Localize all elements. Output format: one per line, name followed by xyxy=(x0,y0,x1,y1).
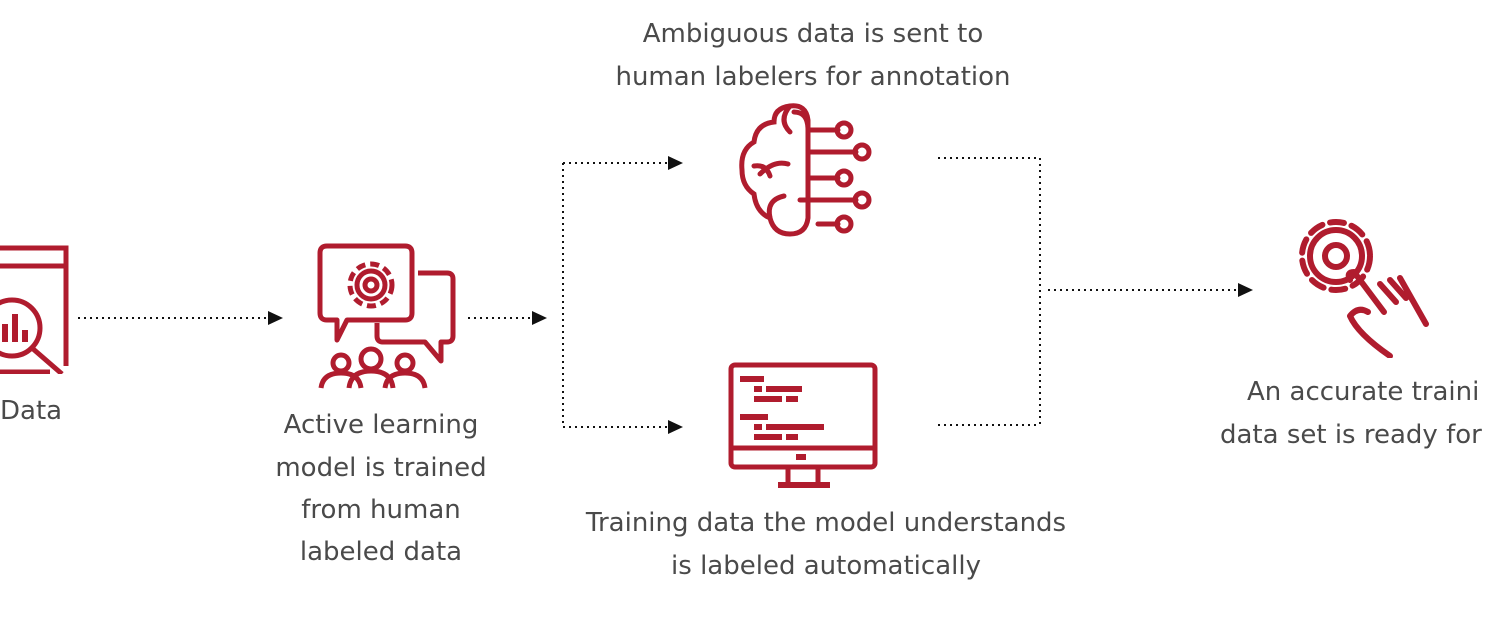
brain-circuit-icon xyxy=(739,103,872,237)
chat-gear-team-icon xyxy=(317,243,456,389)
step-human-label-line2: human labelers for annotation xyxy=(615,62,1011,92)
arrowhead xyxy=(668,420,683,434)
computer-code-icon xyxy=(728,362,878,488)
step-model-label-line3: from human xyxy=(301,495,461,525)
gear-hand-icon xyxy=(1299,219,1429,358)
step-result-label-line2: data set is ready for xyxy=(1220,420,1482,450)
step-model-label-line4: labeled data xyxy=(299,537,463,567)
step-auto-label-line1: Training data the model understands xyxy=(585,508,1067,538)
data-analysis-icon xyxy=(0,245,69,374)
step-result-label-line1: An accurate traini xyxy=(1247,377,1480,407)
step-auto-label-line2: is labeled automatically xyxy=(671,551,981,581)
step-data-label: Data xyxy=(0,396,63,426)
step-model-label-line2: model is trained xyxy=(275,453,487,483)
arrowhead xyxy=(268,311,283,325)
arrowhead xyxy=(668,156,683,170)
step-model-label-line1: Active learning xyxy=(283,410,479,440)
arrowhead xyxy=(1238,283,1253,297)
step-human-label-line1: Ambiguous data is sent to xyxy=(642,19,984,49)
arrowhead xyxy=(532,311,547,325)
